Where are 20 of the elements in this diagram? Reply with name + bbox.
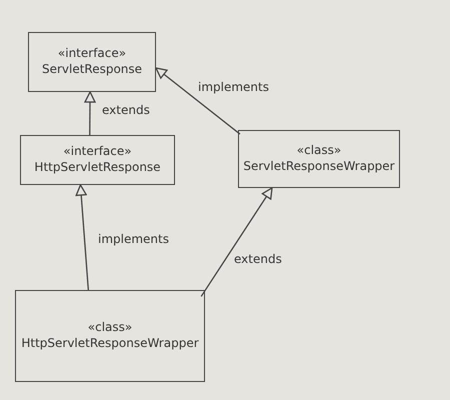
class-box	[20, 135, 175, 185]
class-name: HttpServletResponse	[34, 160, 161, 176]
edge-label: implements	[96, 232, 171, 246]
arrow	[76, 184, 89, 290]
class-name: ServletResponse	[42, 62, 142, 78]
arrow	[200, 187, 273, 297]
class-name: HttpServletResponseWrapper	[21, 336, 199, 352]
stereotype-label: «class»	[296, 143, 342, 159]
edge-label: extends	[100, 103, 152, 117]
arrow	[84, 91, 96, 135]
stereotype-label: «interface»	[58, 46, 126, 62]
class-name: ServletResponseWrapper	[243, 159, 395, 175]
class-box	[15, 290, 205, 382]
arrow	[155, 67, 240, 135]
stereotype-label: «interface»	[63, 144, 132, 160]
stereotype-label: «class»	[88, 320, 132, 336]
class-box	[28, 32, 156, 92]
edge-label: implements	[196, 80, 271, 94]
edge-label: extends	[232, 252, 284, 266]
class-box	[238, 130, 400, 188]
